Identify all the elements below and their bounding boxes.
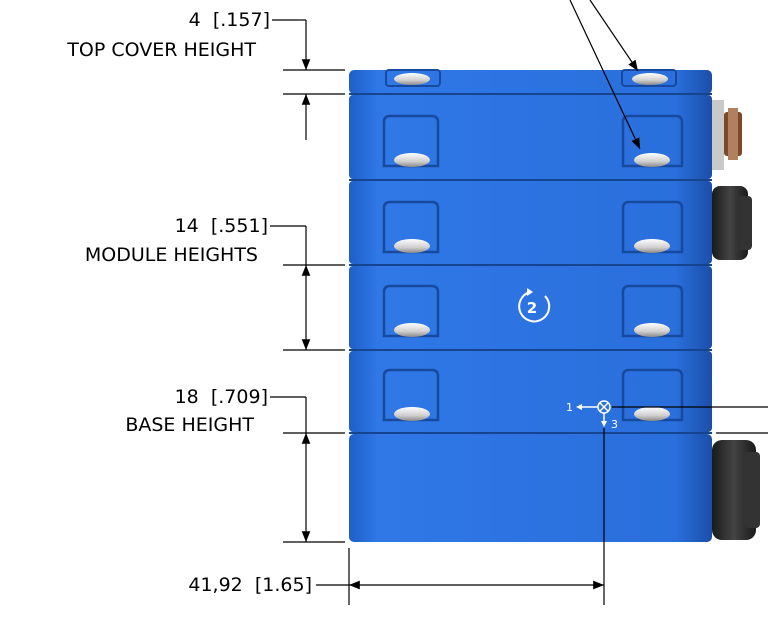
screw [394, 153, 430, 167]
module-number: 2 [527, 299, 537, 317]
width-inch: [1.65] [254, 574, 312, 596]
axis-3-label: 3 [611, 418, 618, 431]
screw [634, 323, 670, 337]
module-dimension: 14 [.551] [100, 215, 268, 237]
screw [394, 323, 430, 337]
side-connectors [712, 100, 760, 540]
module-3 [349, 266, 712, 349]
width-dimension: 41,92 [1.65] [100, 574, 312, 596]
base-caption: BASE HEIGHT [125, 414, 254, 436]
screw [634, 407, 670, 421]
dimension-lines [270, 0, 768, 605]
top-cover-caption: TOP COVER HEIGHT [67, 39, 256, 61]
module-1 [349, 95, 712, 179]
screw [634, 153, 670, 167]
axis-symbol: 1 3 [566, 400, 618, 431]
module-4 [349, 351, 712, 432]
base-dimension: 18 [.709] [100, 386, 268, 408]
top-cover-mm: 4 [188, 9, 201, 31]
top-cover-inch: [.157] [212, 9, 270, 31]
base-mm: 18 [174, 386, 199, 408]
module-caption: MODULE HEIGHTS [84, 244, 258, 266]
module-screws [394, 153, 670, 421]
threaded-connector [712, 100, 724, 170]
housing-stack: 2 1 3 [349, 69, 712, 542]
top-cover-dimension: 4 [.157] [140, 9, 270, 31]
base-inch: [.709] [210, 386, 268, 408]
module-number-callout: 2 [518, 288, 551, 323]
leader-arrow [569, 0, 641, 150]
screw [394, 239, 430, 253]
width-mm: 41,92 [188, 574, 243, 596]
axis-1-label: 1 [566, 401, 573, 414]
leader-arrow [589, 0, 639, 72]
screw [632, 73, 668, 85]
module-mm: 14 [174, 215, 199, 237]
module-inch: [.551] [210, 215, 268, 237]
screw [394, 407, 430, 421]
module-2 [349, 181, 712, 264]
screw [634, 239, 670, 253]
base [349, 434, 712, 542]
screw [394, 73, 430, 85]
